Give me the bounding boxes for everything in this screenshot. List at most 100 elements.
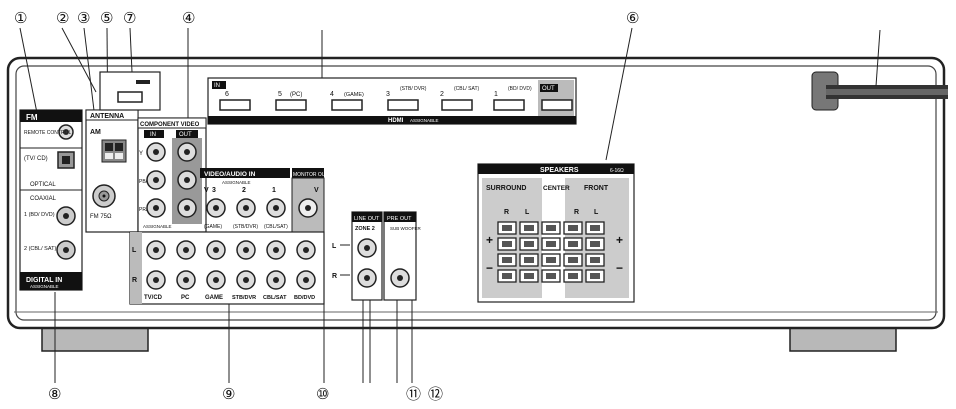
svg-text:(CBL/ SAT): (CBL/ SAT) (454, 86, 480, 92)
svg-text:R: R (132, 277, 137, 284)
svg-text:TV/CD: TV/CD (144, 295, 163, 301)
svg-text:ASSIGNABLE: ASSIGNABLE (410, 118, 439, 123)
svg-text:SUB WOOFER: SUB WOOFER (390, 226, 422, 231)
speaker-terminal-hole (546, 225, 556, 231)
speaker-terminal-hole (568, 257, 578, 263)
svg-text:MONITOR OUT: MONITOR OUT (293, 172, 328, 178)
svg-text:(BD/ DVD): (BD/ DVD) (508, 86, 532, 92)
svg-text:SPEAKERS: SPEAKERS (540, 167, 579, 174)
speaker-terminal-hole (590, 273, 600, 279)
svg-text:R: R (504, 209, 509, 216)
svg-text:(STB/ DVR): (STB/ DVR) (400, 86, 427, 92)
speaker-terminal-hole (502, 273, 512, 279)
svg-text:BD/DVD: BD/DVD (294, 295, 315, 301)
svg-text:Y: Y (139, 151, 143, 157)
svg-text:DIGITAL IN: DIGITAL IN (26, 277, 62, 284)
hdmi-in-6[interactable] (219, 99, 251, 111)
callout-2: ② (56, 9, 69, 27)
svg-text:R: R (574, 209, 579, 216)
svg-text:COMPONENT VIDEO: COMPONENT VIDEO (140, 122, 200, 128)
callout-12: ⑫ (428, 385, 443, 403)
usb-port[interactable] (117, 91, 143, 103)
hdmi-in-5[interactable] (275, 99, 307, 111)
speakers-section: SPEAKERS 6-16Ω SURROUND CENTER FRONT R L… (477, 163, 635, 303)
hdmi-out[interactable] (541, 99, 573, 111)
svg-text:CBL/SAT: CBL/SAT (263, 295, 287, 301)
svg-text:PRE OUT: PRE OUT (387, 216, 412, 222)
component-video-section: COMPONENT VIDEO IN OUT Y PB/ CB PR/ CR A… (137, 117, 207, 233)
video-audio-section: VIDEO/AUDIO IN ASSIGNABLE MONITOR OUT V … (129, 168, 328, 305)
svg-text:COAXIAL: COAXIAL (30, 196, 57, 202)
svg-text:SURROUND: SURROUND (486, 185, 526, 192)
svg-text:L: L (525, 209, 530, 216)
hdmi-in-3[interactable] (387, 99, 419, 111)
callout-6: ⑥ (626, 9, 639, 27)
svg-text:REMOTE CONTROL: REMOTE CONTROL (24, 130, 71, 136)
svg-text:6: 6 (225, 91, 229, 98)
svg-text:OPTICAL: OPTICAL (30, 182, 56, 188)
speaker-terminal-hole (568, 225, 578, 231)
svg-text:IN: IN (150, 132, 156, 138)
callout-9: ⑨ (222, 385, 235, 403)
svg-text:FM 75Ω: FM 75Ω (90, 214, 112, 220)
speaker-terminal-hole (524, 241, 534, 247)
svg-text:ASSIGNABLE: ASSIGNABLE (222, 180, 251, 185)
hdmi-in-1[interactable] (493, 99, 525, 111)
svg-text:2: 2 (440, 91, 444, 98)
callout-3: ③ (77, 9, 90, 27)
antenna-section: ANTENNA AM FM 75Ω (85, 109, 139, 233)
speaker-terminal-hole (502, 225, 512, 231)
line-out-section: L R LINE OUT ZONE 2 (332, 211, 383, 301)
usb-section (99, 71, 161, 111)
speaker-terminal-hole (590, 241, 600, 247)
speaker-terminal-hole (524, 257, 534, 263)
svg-text:OUT: OUT (542, 86, 555, 92)
callout-10: ⑩ (316, 385, 329, 403)
svg-text:(CBL/SAT): (CBL/SAT) (264, 224, 288, 230)
speaker-terminal-hole (568, 273, 578, 279)
hdmi-in-4[interactable] (331, 99, 363, 111)
svg-text:ANTENNA: ANTENNA (90, 113, 124, 120)
svg-text:3: 3 (386, 91, 390, 98)
right-foot (789, 324, 897, 352)
svg-text:V: V (204, 187, 209, 194)
svg-text:CENTER: CENTER (543, 185, 570, 192)
svg-text:FRONT: FRONT (584, 185, 609, 192)
svg-text:1: 1 (494, 91, 498, 98)
svg-text:−: − (616, 261, 623, 275)
left-foot (41, 324, 149, 352)
svg-text:(GAME): (GAME) (204, 224, 222, 230)
hdmi-in-2[interactable] (441, 99, 473, 111)
svg-text:L: L (132, 247, 137, 254)
svg-text:+: + (486, 233, 493, 247)
callout-1: ① (14, 9, 27, 27)
speaker-terminal-hole (502, 257, 512, 263)
svg-text:AM: AM (90, 129, 101, 136)
speaker-terminal-hole (590, 225, 600, 231)
svg-text:(TV/ CD): (TV/ CD) (24, 156, 48, 162)
speaker-terminal-hole (546, 257, 556, 263)
audio-jacks (146, 240, 316, 290)
svg-text:3: 3 (212, 187, 216, 194)
svg-text:R: R (332, 273, 337, 280)
svg-text:LINE OUT: LINE OUT (354, 216, 380, 222)
speaker-terminal-hole (502, 241, 512, 247)
callout-4: ④ (182, 9, 195, 27)
pre-out-section: PRE OUT SUB WOOFER (383, 211, 422, 301)
svg-text:5: 5 (278, 91, 282, 98)
speaker-terminals (497, 221, 605, 283)
svg-text:1 (BD/ DVD): 1 (BD/ DVD) (24, 212, 55, 218)
svg-text:6-16Ω: 6-16Ω (610, 168, 624, 174)
callout-7: ⑦ (123, 9, 136, 27)
hdmi-section: IN HDMI ASSIGNABLE 6 5 (PC) 4 (GAME) 3 (… (207, 77, 577, 125)
svg-text:L: L (332, 243, 337, 250)
svg-text:STB/DVR: STB/DVR (232, 295, 256, 301)
svg-text:OUT: OUT (179, 132, 192, 138)
callout-8: ⑧ (48, 385, 61, 403)
callout-11: ⑪ (406, 385, 421, 403)
power-cord (811, 29, 948, 111)
svg-text:FM: FM (26, 113, 38, 122)
svg-text:1: 1 (272, 187, 276, 194)
svg-text:(GAME): (GAME) (344, 92, 364, 98)
